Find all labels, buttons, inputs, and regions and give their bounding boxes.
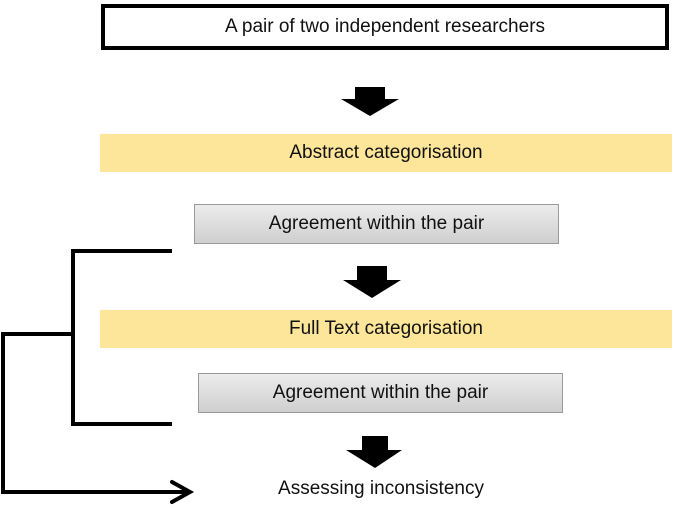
agreement-bracket [1, 249, 186, 494]
agreement-label-2: Agreement within the pair [272, 382, 489, 403]
assessing-inconsistency-label: Assessing inconsistency [278, 478, 484, 499]
agreement-box-2: Agreement within the pair [198, 373, 563, 413]
down-arrow-1 [341, 87, 399, 116]
abstract-categorisation-label: Abstract categorisation [289, 142, 483, 163]
right-arrowhead [170, 480, 195, 504]
fulltext-categorisation-label: Full Text categorisation [289, 318, 483, 339]
down-arrow-3 [346, 436, 402, 468]
down-arrow-2 [343, 266, 401, 298]
agreement-box-1: Agreement within the pair [194, 204, 559, 244]
fulltext-categorisation-box: Full Text categorisation [100, 310, 672, 348]
researchers-box: A pair of two independent researchers [101, 4, 669, 50]
agreement-label-1: Agreement within the pair [268, 213, 485, 234]
researchers-label: A pair of two independent researchers [224, 16, 546, 37]
abstract-categorisation-box: Abstract categorisation [100, 134, 672, 172]
